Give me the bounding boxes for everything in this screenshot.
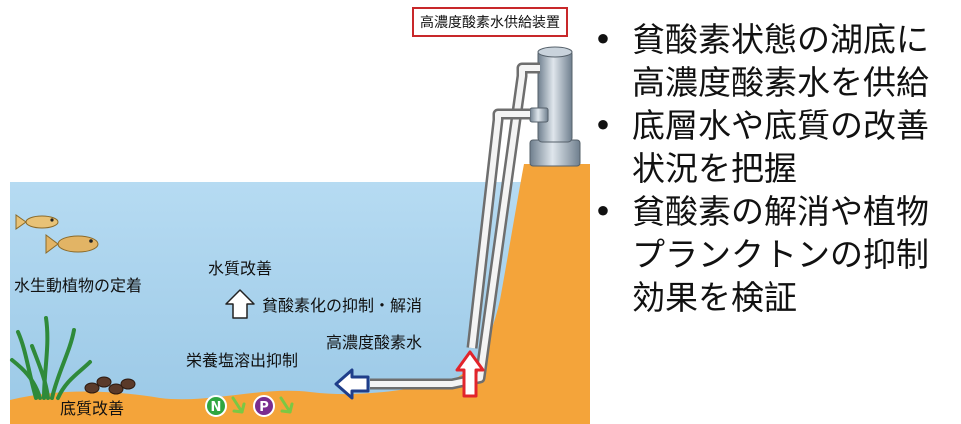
bullet-marker: • <box>593 20 613 59</box>
supply-pipes <box>370 62 540 390</box>
anoxia-suppression-label: 貧酸素化の抑制・解消 <box>262 296 422 315</box>
bullet-text: 貧酸素の解消や植物プランクトンの抑制効果を検証 <box>632 192 929 317</box>
sediment-label: 底質改善 <box>60 399 124 418</box>
shellfish-icon <box>84 376 136 395</box>
nitrogen-down-arrow-icon <box>231 396 246 414</box>
water-plant-icon <box>10 316 92 400</box>
bullet-item: • 貧酸素状態の湖底に高濃度酸素水を供給 <box>590 18 961 104</box>
nitrogen-badge-text: N <box>211 400 222 415</box>
oxygen-supply-device <box>529 46 581 167</box>
phosphorus-badge-text: P <box>259 400 269 415</box>
red-up-arrow-icon <box>455 350 485 398</box>
fish-icon <box>15 214 59 230</box>
oxygen-water-label: 高濃度酸素水 <box>326 333 422 352</box>
blue-left-arrow-icon <box>334 368 370 400</box>
nutrient-suppression-label: 栄養塩溶出抑制 <box>186 351 298 370</box>
white-up-arrow-icon <box>225 289 255 319</box>
aquatic-life-label: 水生動植物の定着 <box>14 276 142 295</box>
bullet-item: • 貧酸素の解消や植物プランクトンの抑制効果を検証 <box>590 190 961 319</box>
bullet-marker: • <box>593 106 613 145</box>
nitrogen-badge: N <box>205 395 227 417</box>
lake-water <box>10 182 560 424</box>
bullet-item: • 底層水や底質の改善状況を把握 <box>590 104 961 190</box>
bullet-list: • 貧酸素状態の湖底に高濃度酸素水を供給 • 底層水や底質の改善状況を把握 • 貧酸素… <box>590 18 961 319</box>
fish-icon <box>45 234 99 254</box>
bullet-text: 底層水や底質の改善状況を把握 <box>632 106 929 188</box>
lake-bed <box>10 164 590 424</box>
device-label: 高濃度酸素水供給装置 <box>412 7 568 37</box>
phosphorus-badge: P <box>253 395 275 417</box>
water-quality-label: 水質改善 <box>208 259 272 278</box>
bullet-marker: • <box>593 192 613 231</box>
phosphorus-down-arrow-icon <box>279 396 294 414</box>
bullet-text: 貧酸素状態の湖底に高濃度酸素水を供給 <box>632 20 929 102</box>
